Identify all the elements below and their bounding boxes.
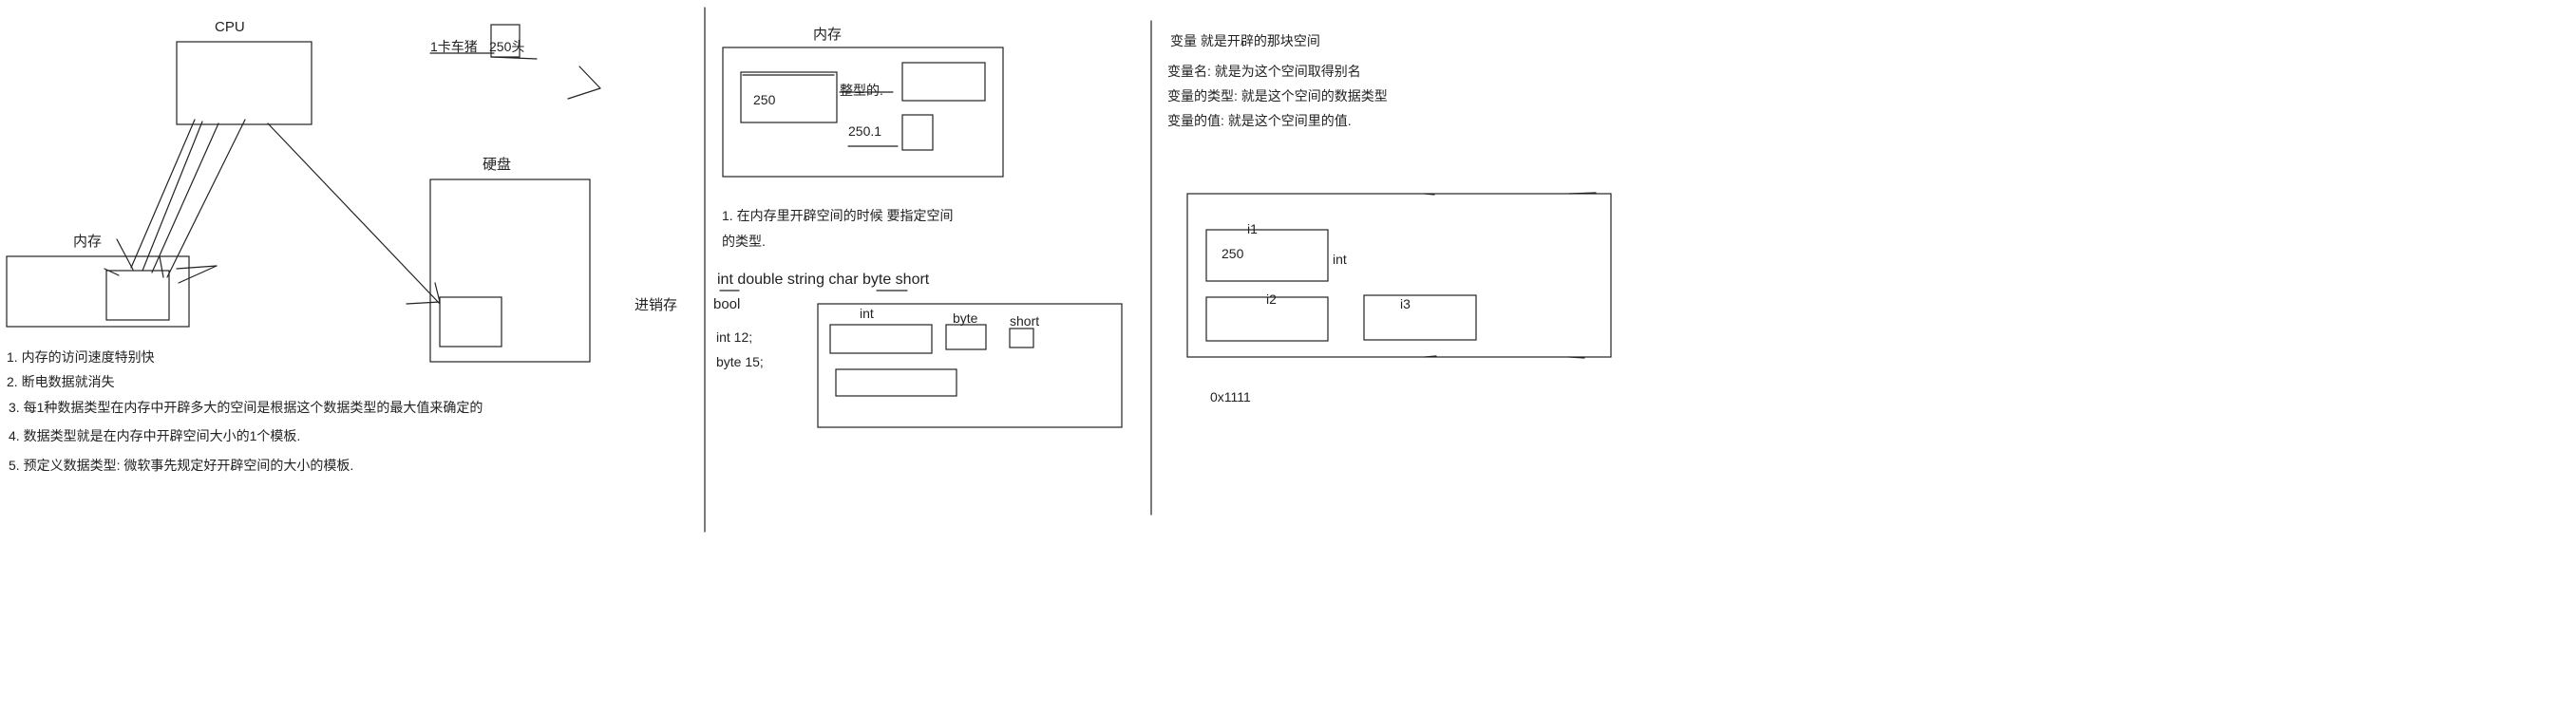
disk-box	[429, 178, 591, 363]
float-slot-box	[901, 114, 934, 151]
int-slot-box	[740, 71, 838, 123]
var-i2-label: i2	[1266, 291, 1277, 307]
var-i1-type: int	[1333, 252, 1347, 267]
int-12-slot	[835, 368, 957, 397]
variable-type-definition: 变量的类型: 就是这个空间的数据类型	[1167, 88, 1388, 103]
memory-panel-label: 内存	[813, 27, 843, 43]
decl-byte: byte 15;	[716, 354, 764, 369]
cpu-box	[176, 41, 313, 125]
truck-note-label: 1卡车猪	[430, 39, 478, 54]
box-corner-ticks	[1424, 192, 1597, 359]
byte-slot	[945, 324, 987, 350]
disk-label: 硬盘	[483, 157, 512, 173]
int-type-label: 整型的.	[840, 83, 883, 98]
cpu-memory-lines	[104, 119, 246, 284]
type-note-line1: 1. 在内存里开辟空间的时候 要指定空间	[722, 208, 954, 223]
var-i3-box	[1363, 294, 1477, 341]
memory-label: 内存	[73, 234, 103, 250]
note-line: 3. 每1种数据类型在内存中开辟多大的空间是根据这个数据类型的最大值来确定的	[9, 400, 483, 415]
truck-count-label: 250头	[489, 39, 525, 54]
bool-label: bool	[713, 296, 741, 312]
slot-short-label: short	[1010, 313, 1040, 329]
float-value-label: 250.1	[848, 123, 882, 139]
type-slots-box	[817, 303, 1123, 428]
memory-address: 0x1111	[1210, 389, 1251, 404]
short-slot	[1009, 328, 1034, 348]
memory-inner-box	[105, 270, 170, 321]
sales-label: 进销存	[635, 297, 678, 313]
empty-slot-box	[901, 62, 986, 102]
memory-box	[6, 255, 190, 328]
slot-int-label: int	[860, 306, 874, 321]
variable-name-definition: 变量名: 就是为这个空间取得别名	[1167, 64, 1361, 79]
slot-byte-label: byte	[953, 310, 978, 326]
int-slot-value: 250	[753, 92, 776, 107]
type-note-line2: 的类型.	[722, 234, 766, 249]
decl-int: int 12;	[716, 329, 753, 345]
note-line: 1. 内存的访问速度特别快	[7, 349, 155, 365]
int-slot	[829, 324, 933, 354]
truck-sketch	[429, 24, 601, 100]
variable-memory-box	[1186, 193, 1612, 358]
note-line: 4. 数据类型就是在内存中开辟空间大小的1个模板.	[9, 428, 301, 443]
var-i2-box	[1205, 296, 1329, 342]
cpu-label: CPU	[215, 19, 245, 35]
var-i3-label: i3	[1400, 296, 1411, 311]
note-line: 2. 断电数据就消失	[7, 374, 115, 389]
var-i1-label: i1	[1247, 221, 1258, 236]
var-i1-box	[1205, 229, 1329, 282]
variable-value-definition: 变量的值: 就是这个空间里的值.	[1167, 113, 1352, 128]
memory-panel-box	[722, 47, 1004, 178]
cpu-disk-line	[267, 122, 441, 305]
note-line: 5. 预定义数据类型: 微软事先规定好开辟空间的大小的模板.	[9, 458, 354, 473]
disk-inner-box	[439, 296, 502, 348]
types-list: int double string char byte short	[717, 272, 930, 288]
variable-definition: 变量 就是开辟的那块空间	[1170, 33, 1320, 48]
var-i1-value: 250	[1222, 246, 1244, 261]
